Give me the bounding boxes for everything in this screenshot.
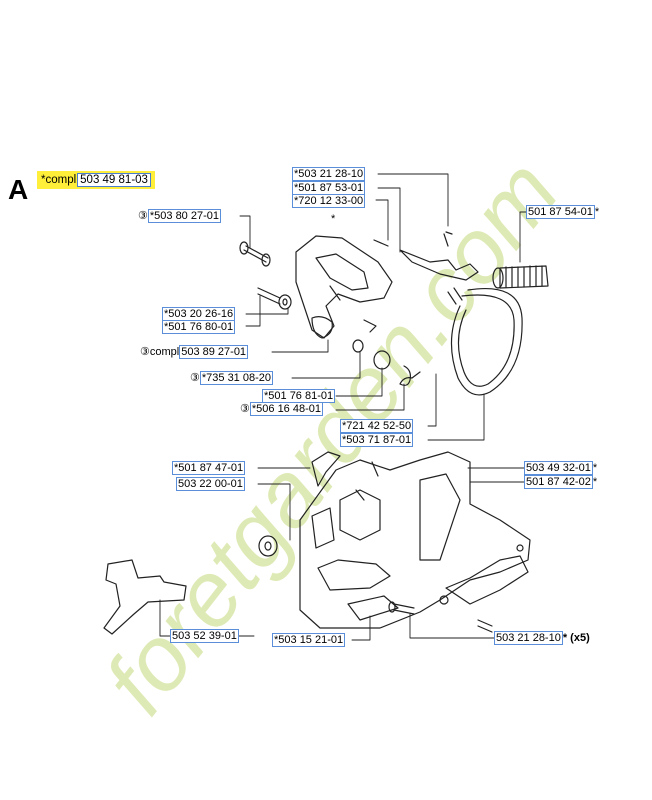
hub-drawing bbox=[373, 350, 391, 370]
part-number: 503 49 32-01 bbox=[524, 461, 593, 475]
part-label: 503 52 39-01 bbox=[170, 629, 239, 643]
part-label: 501 87 42-02* bbox=[524, 475, 598, 489]
label-suffix: * bbox=[594, 206, 600, 218]
assembly-part-number: 503 49 81-03 bbox=[77, 173, 151, 187]
label-suffix: * bbox=[592, 476, 598, 488]
brake-band-drawing bbox=[447, 287, 523, 396]
part-number: *501 76 81-01 bbox=[262, 389, 336, 403]
part-number: 501 87 54-01 bbox=[526, 205, 595, 219]
latch-drawing bbox=[373, 231, 479, 281]
leader-lines bbox=[159, 173, 527, 641]
bolt-drawing bbox=[257, 287, 292, 310]
part-label: *503 71 87-01 bbox=[340, 433, 414, 447]
part-label: *503 21 28-10 bbox=[292, 167, 366, 181]
part-number: *503 71 87-01 bbox=[340, 433, 414, 447]
part-number: *721 42 52-50 bbox=[340, 419, 414, 433]
guide-plate-drawing bbox=[103, 559, 187, 635]
label-prefix: ③compl bbox=[140, 346, 180, 358]
front-handle-drawing bbox=[295, 235, 393, 339]
handle-star-marker: * bbox=[331, 213, 336, 225]
label-prefix: ③ bbox=[190, 372, 200, 384]
part-label: *503 20 26-16 bbox=[162, 307, 236, 321]
spring-drawing bbox=[399, 365, 421, 386]
part-number: *720 12 33-00 bbox=[292, 194, 366, 208]
screw-drawing bbox=[388, 601, 493, 633]
part-number: 503 52 39-01 bbox=[170, 629, 239, 643]
label-suffix: * bbox=[592, 462, 598, 474]
part-label: *501 76 80-01 bbox=[162, 320, 236, 334]
spacer-drawing bbox=[258, 535, 278, 557]
part-number: 503 89 27-01 bbox=[179, 345, 249, 359]
label-suffix: * (x5) bbox=[562, 632, 590, 644]
cover-clip-drawing bbox=[311, 451, 341, 487]
part-number: *503 21 28-10 bbox=[292, 167, 366, 181]
part-label: *501 87 47-01 bbox=[172, 461, 246, 475]
label-prefix: ③ bbox=[138, 210, 148, 222]
coil-spring-drawing bbox=[492, 265, 549, 289]
part-number: *503 15 21-01 bbox=[272, 633, 346, 647]
part-number: 503 22 00-01 bbox=[176, 477, 245, 491]
part-number: *503 20 26-16 bbox=[162, 307, 236, 321]
part-label: *720 12 33-00 bbox=[292, 194, 366, 208]
part-label: 501 87 54-01* bbox=[526, 205, 600, 219]
clutch-cover-drawing bbox=[299, 451, 531, 629]
part-label: 503 49 32-01* bbox=[524, 461, 598, 475]
part-label: ③*506 16 48-01 bbox=[240, 402, 323, 416]
part-label: ③*503 80 27-01 bbox=[138, 209, 221, 223]
clip-drawing bbox=[363, 319, 377, 333]
part-label: *721 42 52-50 bbox=[340, 419, 414, 433]
part-label: *501 76 81-01 bbox=[262, 389, 336, 403]
part-number: *735 31 08-20 bbox=[199, 371, 273, 385]
part-label: *503 15 21-01 bbox=[272, 633, 346, 647]
label-prefix: ③ bbox=[240, 403, 250, 415]
part-number: *501 87 47-01 bbox=[172, 461, 246, 475]
washer-drawing bbox=[352, 339, 364, 353]
pin-drawing bbox=[239, 241, 271, 267]
part-number: *503 80 27-01 bbox=[147, 209, 221, 223]
part-label: *501 87 53-01 bbox=[292, 181, 366, 195]
part-number: 501 87 42-02 bbox=[524, 475, 593, 489]
part-number: *506 16 48-01 bbox=[249, 402, 323, 416]
part-label: 503 21 28-10* (x5) bbox=[494, 631, 590, 645]
part-number: *501 87 53-01 bbox=[292, 181, 366, 195]
part-number: *501 76 80-01 bbox=[162, 320, 236, 334]
assembly-prefix: *compl bbox=[41, 174, 77, 186]
part-label: ③*735 31 08-20 bbox=[190, 371, 273, 385]
section-letter: A bbox=[8, 174, 29, 205]
part-number: 503 21 28-10 bbox=[494, 631, 563, 645]
part-label: 503 22 00-01 bbox=[176, 477, 245, 491]
